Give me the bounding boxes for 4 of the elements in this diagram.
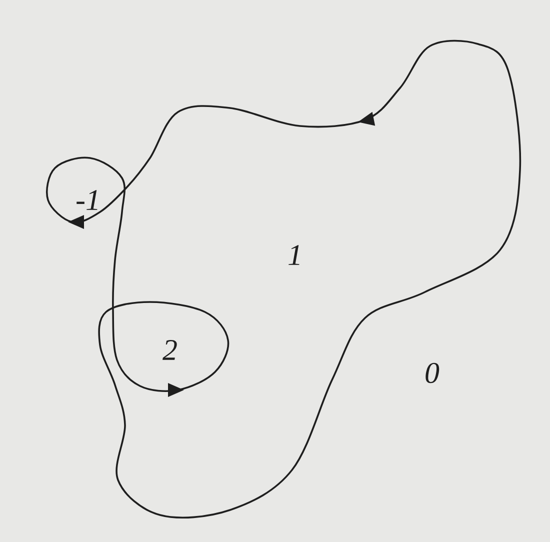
region-number: 2 [162,340,177,360]
region-number: -1 [76,190,98,210]
region-number: 0 [426,362,440,384]
region-number: 1 [288,245,300,265]
